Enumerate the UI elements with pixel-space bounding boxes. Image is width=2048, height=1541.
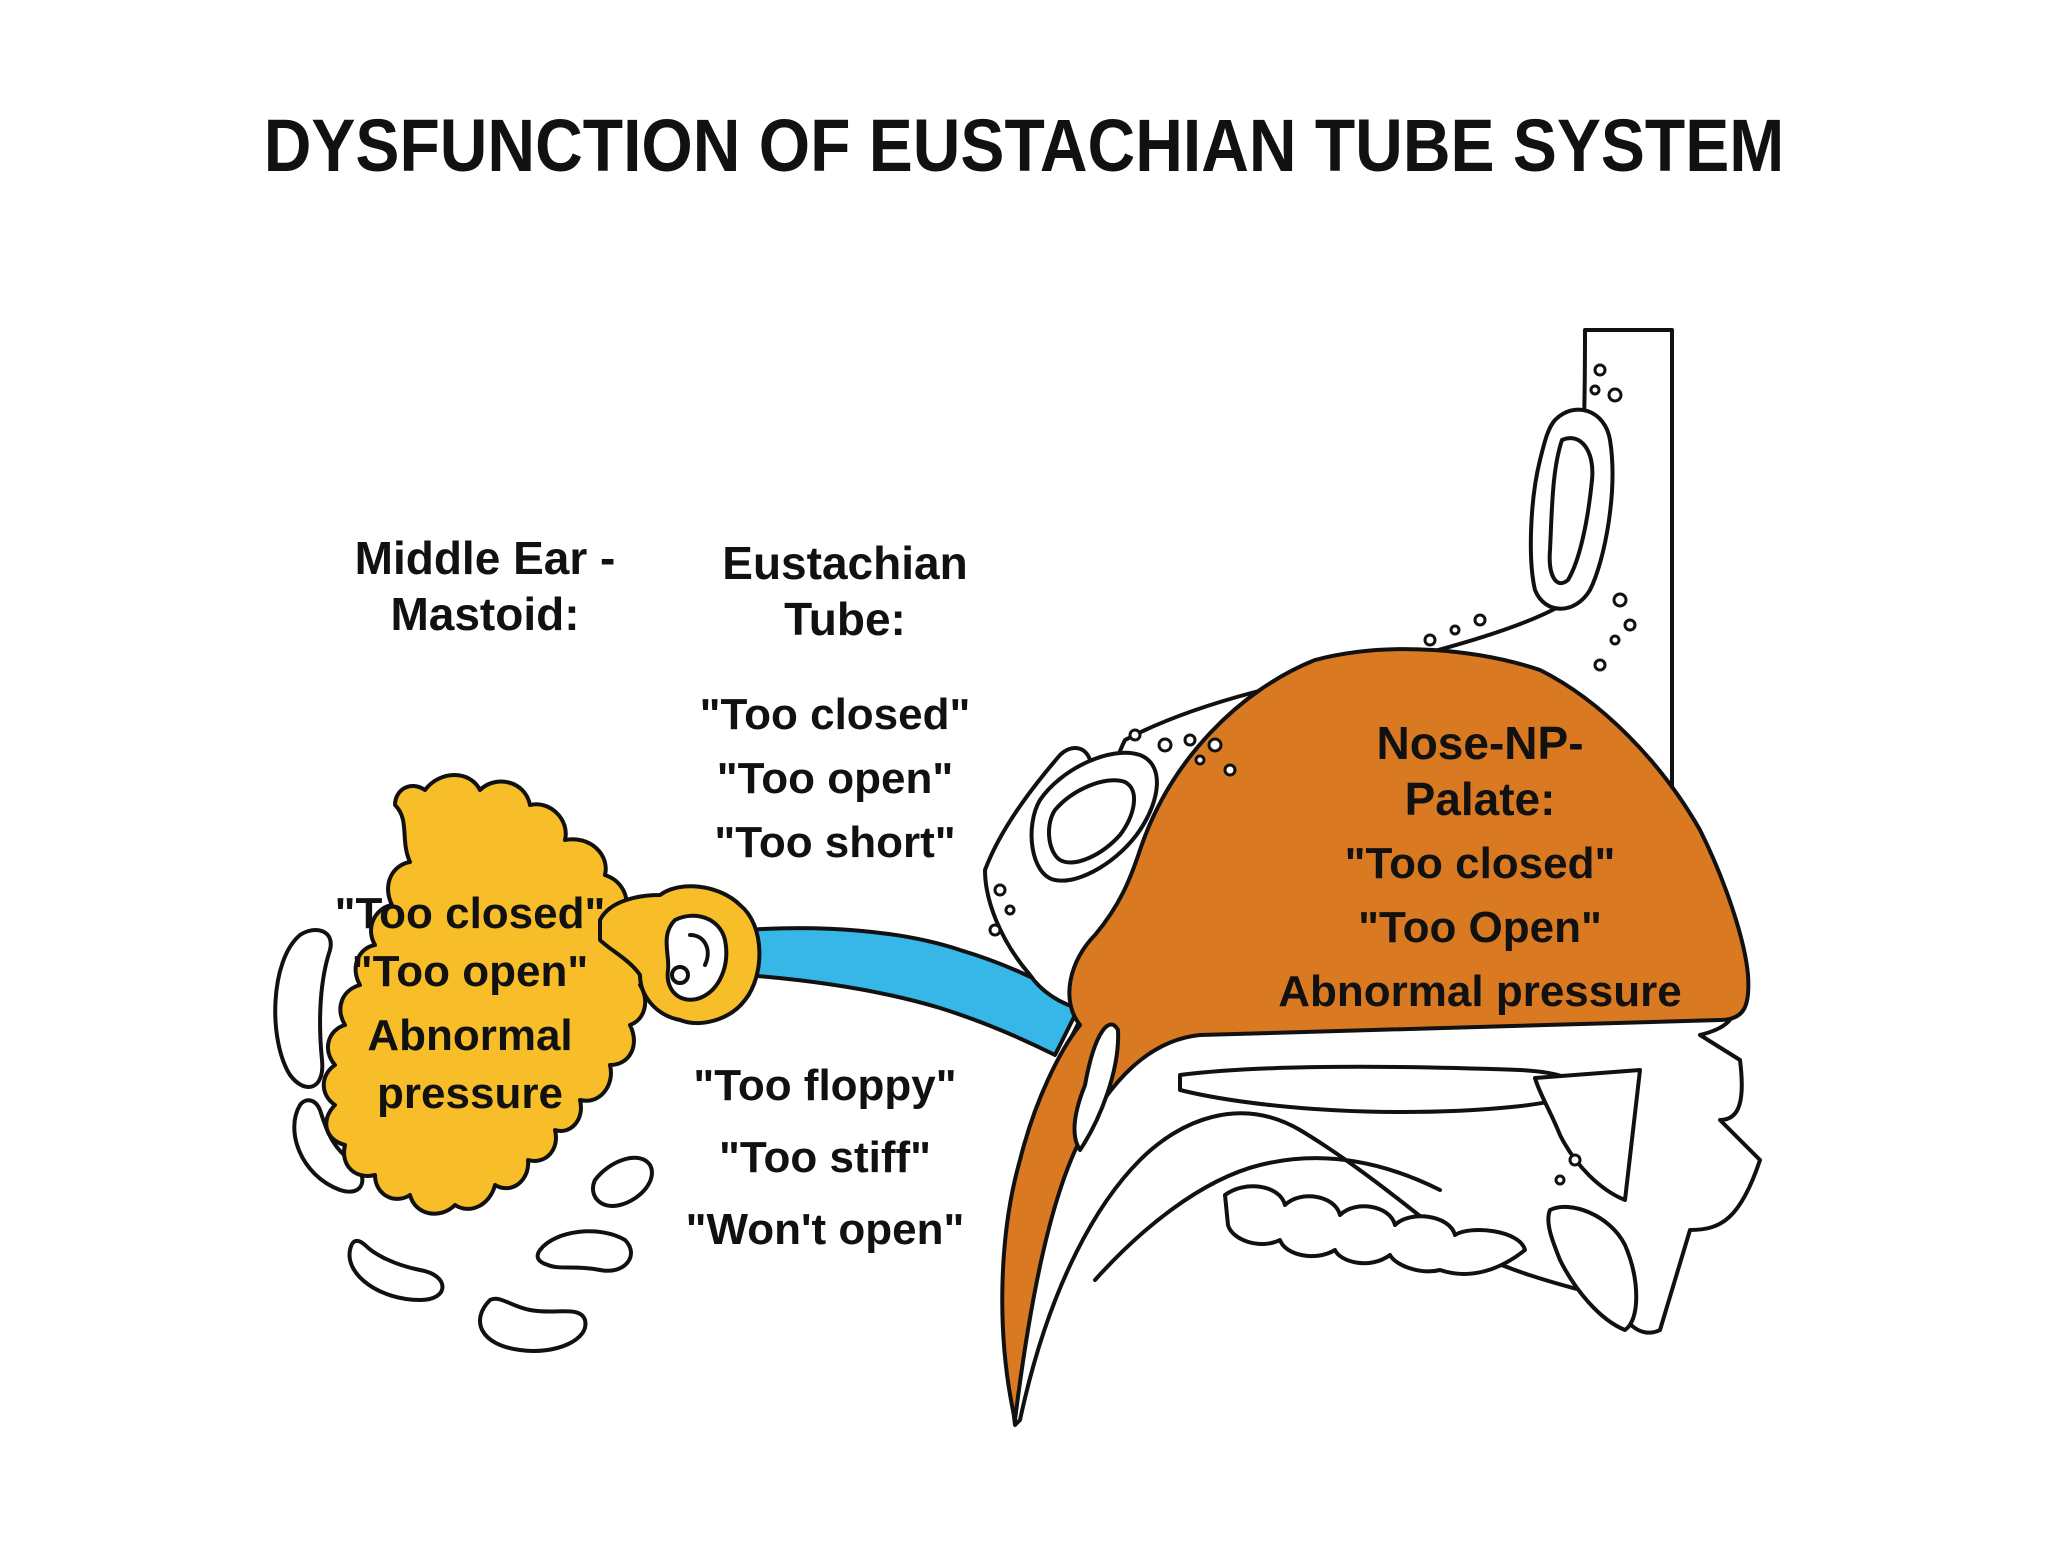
- eustachian-item-too-short: "Too short": [714, 818, 956, 867]
- middle-ear-item-pressure: pressure: [377, 1069, 563, 1118]
- middle-ear-mastoid-region: [321, 773, 654, 1216]
- eustachian-item-too-open: "Too open": [716, 754, 954, 803]
- anterior-palate: [1533, 1068, 1642, 1202]
- eustachian-item-wont-open: "Won't open": [685, 1205, 965, 1254]
- eustachian-item-too-floppy: "Too floppy": [693, 1061, 957, 1110]
- sphenoid-sinus-inner: [1047, 778, 1137, 865]
- eustachian-tube-heading: Eustachian Tube:: [700, 535, 990, 647]
- middle-ear-item-too-open: "Too open": [351, 947, 589, 996]
- eustachian-tube-issues-lower: "Too floppy" "Too stiff" "Won't open": [665, 1050, 985, 1266]
- middle-ear-heading: Middle Ear - Mastoid:: [330, 530, 640, 642]
- eustachian-item-too-stiff: "Too stiff": [719, 1133, 931, 1182]
- nose-item-abnormal-pressure: Abnormal pressure: [1278, 967, 1682, 1016]
- diagram-title: DYSFUNCTION OF EUSTACHIAN TUBE SYSTEM: [263, 103, 1785, 187]
- eustachian-tube-heading-line1: Eustachian: [722, 537, 968, 589]
- bone-texture: [988, 363, 1637, 1186]
- nose-heading-line2: Palate:: [1404, 773, 1556, 825]
- mastoid-air-cells: [273, 928, 654, 1353]
- sphenoid-sinus: [1029, 750, 1159, 883]
- eustachian-tube-issues-upper: "Too closed" "Too open" "Too short": [680, 683, 990, 875]
- frontal-sinus-inner: [1547, 436, 1595, 586]
- nose-item-too-closed: "Too closed": [1344, 839, 1616, 888]
- ossicle-detail: [688, 933, 710, 967]
- middle-ear-heading-line2: Mastoid:: [390, 588, 580, 640]
- oral-cavity-line: [1093, 1156, 1442, 1282]
- nose-np-palate-heading: Nose-NP- Palate:: [1330, 715, 1630, 827]
- ossicles: [664, 913, 729, 1002]
- soft-palate: [1072, 1022, 1121, 1152]
- nose-item-too-open: "Too Open": [1358, 903, 1602, 952]
- nose-heading-line1: Nose-NP-: [1376, 717, 1584, 769]
- upper-teeth: [1223, 1184, 1527, 1276]
- middle-ear-issues: "Too closed" "Too open" Abnormal pressur…: [320, 885, 620, 1123]
- eustachian-tube-heading-line2: Tube:: [784, 593, 906, 645]
- nose-np-palate-region: [1000, 647, 1751, 1422]
- ossicle-joint-icon: [670, 965, 690, 985]
- middle-ear-heading-line1: Middle Ear -: [354, 532, 616, 584]
- eustachian-item-too-closed: "Too closed": [699, 690, 971, 739]
- nose-np-palate-issues: "Too closed" "Too Open" Abnormal pressur…: [1260, 832, 1700, 1024]
- eustachian-tube-shape: [743, 926, 1082, 1057]
- front-tooth: [1546, 1204, 1639, 1332]
- middle-ear-item-too-closed: "Too closed": [334, 889, 606, 938]
- middle-ear-item-abnormal: Abnormal: [367, 1011, 573, 1060]
